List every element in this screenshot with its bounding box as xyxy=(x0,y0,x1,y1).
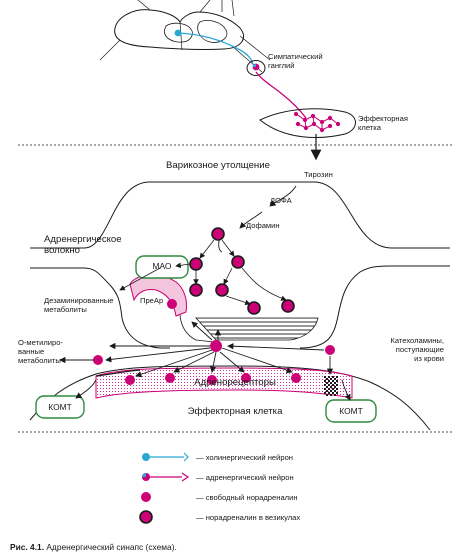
legend-label-cholinergic: — холинергический нейрон xyxy=(196,453,293,462)
vesicle xyxy=(189,257,203,271)
label-adrenoreceptors: Адренорецепторы xyxy=(194,377,276,388)
legend-label-vesicle: — норадреналин в везикулах xyxy=(196,513,301,522)
label-varicosity: Варикозное утолщение xyxy=(166,160,270,171)
free-norepinephrine xyxy=(207,375,217,385)
label-dopamine: Дофамин xyxy=(246,221,280,230)
free-norepinephrine xyxy=(241,373,251,383)
reuptake-zone xyxy=(179,295,319,343)
vesicle xyxy=(211,227,225,241)
label-comt-right: КОМТ xyxy=(339,406,363,416)
figure-caption: Рис. 4.1. Адренергический синапс (схема)… xyxy=(10,543,177,552)
free-norepinephrine xyxy=(93,355,103,365)
label-deaminated: Дезаминированные метаболиты xyxy=(44,296,114,314)
cholinergic-neuron xyxy=(174,29,254,65)
label-pre-ar: ПреАр xyxy=(140,296,164,305)
label-dopa: ДОФА xyxy=(270,196,292,205)
legend-label-free: — свободный норадреналин xyxy=(196,493,298,502)
vesicle xyxy=(215,283,229,297)
legend xyxy=(139,452,190,524)
label-tyrosine: Тирозин xyxy=(304,170,333,179)
free-norepinephrine xyxy=(125,375,135,385)
comt-box-right xyxy=(325,399,377,423)
free-norepinephrine xyxy=(167,299,177,309)
label-o-methylated: О-метилиро- ванные метаболиты xyxy=(18,338,63,365)
label-comt-left: КОМТ xyxy=(48,402,72,412)
vesicle-arrows xyxy=(119,239,287,306)
vesicle-cluster xyxy=(93,227,335,385)
legend-label-adrenergic: — адренергический нейрон xyxy=(196,473,294,482)
legend-cholinergic-icon xyxy=(142,452,189,462)
mao-box xyxy=(135,255,189,279)
label-mao: МАО xyxy=(152,261,172,271)
varicosity-membrane xyxy=(29,181,450,431)
free-norepinephrine xyxy=(291,373,301,383)
effector-cell-top xyxy=(259,108,356,138)
legend-adrenergic-icon xyxy=(142,472,190,482)
free-norepinephrine xyxy=(165,373,175,383)
sympathetic-ganglion xyxy=(246,60,307,119)
caption-text: Адренергический синапс (схема). xyxy=(44,542,177,552)
legend-vesicle-icon xyxy=(139,510,153,524)
release-arrows xyxy=(59,321,351,401)
caption-number: Рис. 4.1. xyxy=(10,542,45,552)
label-ganglion: Симпатический ганглий xyxy=(268,52,323,70)
label-effector-top: Эффекторная клетка xyxy=(358,114,408,132)
label-fiber: Адренергическое волокно xyxy=(44,234,122,256)
vesicle xyxy=(231,255,245,269)
label-effector-cell: Эффекторная клетка xyxy=(187,406,283,417)
vesicle xyxy=(281,299,295,313)
label-catecholamines: Катехоламины, поступающие из крови xyxy=(390,336,444,363)
spinal-cord xyxy=(99,0,271,73)
legend-free-icon xyxy=(141,492,151,502)
comt-box-left xyxy=(35,395,85,419)
vesicle xyxy=(189,283,203,297)
free-norepinephrine xyxy=(325,345,335,355)
free-norepinephrine xyxy=(210,340,222,352)
vesicle xyxy=(247,301,261,315)
